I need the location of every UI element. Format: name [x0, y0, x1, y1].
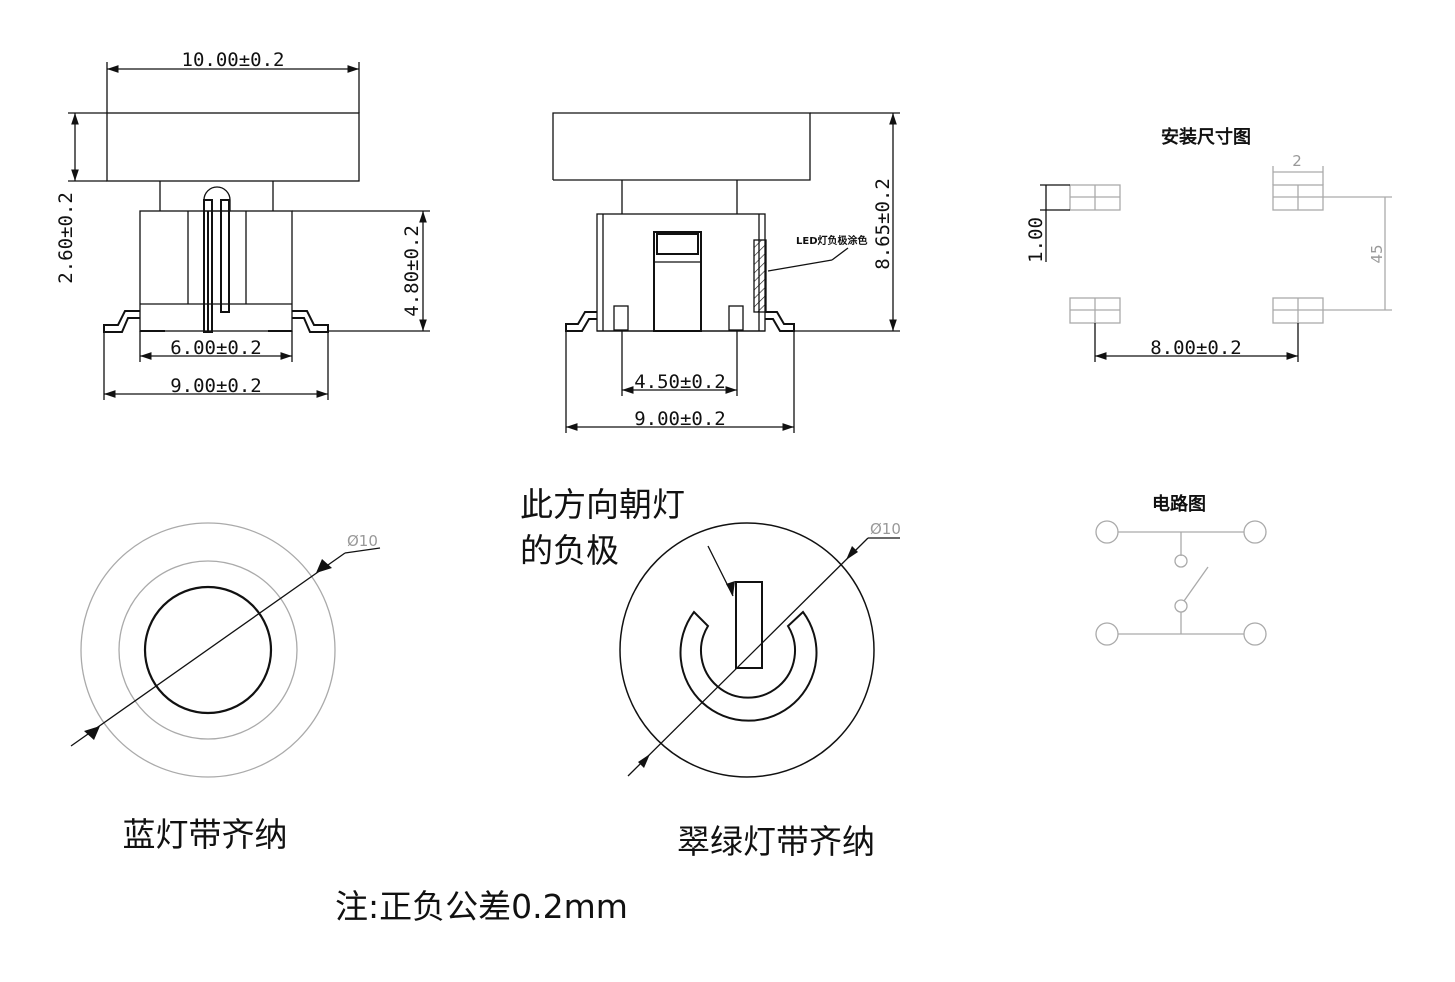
caption-left: 蓝灯带齐纳: [123, 815, 288, 854]
dim-total-height: 8.65±0.2: [872, 178, 894, 270]
caption-center: 翠绿灯带齐纳: [677, 822, 875, 861]
dim-cap-height: 2.60±0.2: [55, 192, 77, 284]
dim-pad-width-footprint: 2: [1292, 152, 1302, 170]
light-ring: [143, 585, 273, 715]
dim-outer-width-center: 9.00±0.2: [634, 408, 726, 430]
led-negative-marking: [753, 239, 767, 313]
direction-note-line2: 的负极: [520, 531, 619, 570]
side-view-left: 10.00±0.2 2.60±0.2 4.80±0.2 6.00±0.2 9.0…: [55, 49, 430, 400]
side-view-center: LED灯负极涂色 8.65±0.2 4.50±0.2 9.00±0.2: [552, 112, 900, 433]
dim-diameter-left: Ø10: [347, 532, 378, 550]
dim-vertical-pitch: 45: [1368, 244, 1386, 263]
dim-inner-width: 6.00±0.2: [170, 337, 262, 359]
dim-diameter-center: Ø10: [870, 520, 901, 538]
top-view-left: Ø10 蓝灯带齐纳: [70, 522, 381, 854]
mounting-footprint: 安装尺寸图 2 45 1.00: [1025, 126, 1392, 362]
dim-pad-width: 4.50±0.2: [634, 371, 726, 393]
switch-body: [139, 210, 293, 332]
dim-body-height: 4.80±0.2: [401, 225, 423, 317]
dim-outer-width: 9.00±0.2: [170, 375, 262, 397]
button-cap: [106, 112, 360, 182]
circuit-diagram: 电路图: [1095, 493, 1267, 646]
circuit-title: 电路图: [1152, 493, 1206, 515]
dim-horizontal-pitch: 8.00±0.2: [1150, 337, 1242, 359]
button-cap-center: [552, 112, 811, 181]
top-view-center: Ø10 此方向朝灯 的负极 翠绿灯带齐纳: [520, 485, 901, 861]
dim-top-width: 10.00±0.2: [182, 49, 285, 71]
led-note: LED灯负极涂色: [796, 234, 868, 247]
power-icon: [679, 610, 818, 722]
dim-pad-height: 1.00: [1025, 217, 1047, 263]
direction-note-line1: 此方向朝灯: [520, 485, 685, 524]
tolerance-footnote: 注:正负公差0.2mm: [335, 887, 628, 926]
mounting-title: 安装尺寸图: [1161, 126, 1251, 148]
